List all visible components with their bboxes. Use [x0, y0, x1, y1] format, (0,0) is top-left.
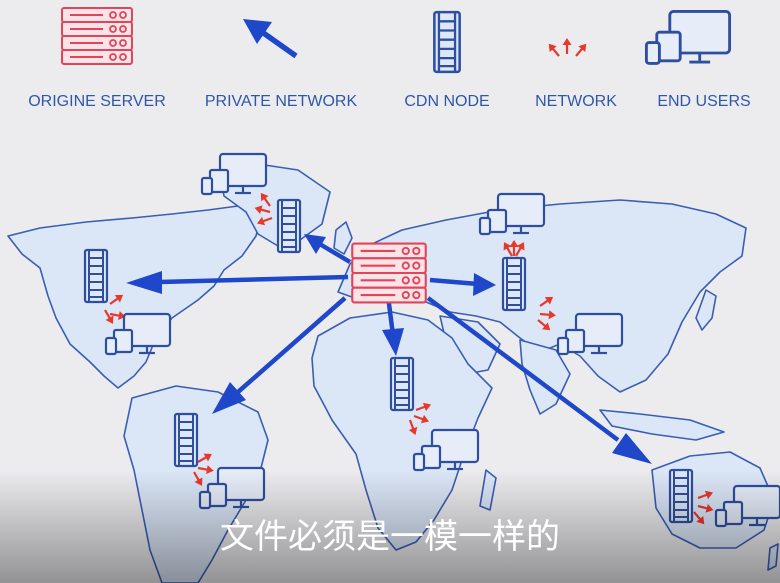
- cdn-node-legend-icon: [433, 10, 461, 74]
- cdn-node-africa: [389, 356, 415, 412]
- origin-server-label: ORIGINE SERVER: [28, 93, 166, 110]
- cdn-node-north-america: [83, 248, 109, 304]
- end-users-label: END USERS: [657, 93, 750, 110]
- network-legend-icon: [544, 36, 591, 60]
- cdn-node-south-america: [173, 412, 199, 468]
- arrow-to-north-america: [126, 271, 349, 294]
- private-network-arrows: [126, 234, 652, 464]
- arrow-to-greenland: [304, 234, 352, 264]
- legend: ORIGINE SERVER PRIVATE NETWORK CDN NODE …: [28, 7, 751, 110]
- end-users-legend-icon: [644, 9, 732, 65]
- uk-landmass: [333, 221, 353, 255]
- subtitle-shade: [0, 470, 780, 583]
- subtitle: 文件必须是一模一样的: [220, 517, 560, 557]
- japan-landmass: [695, 289, 717, 331]
- network-label: NETWORK: [535, 93, 617, 110]
- cdn-node-label: CDN NODE: [404, 93, 489, 110]
- arrow-to-asia: [429, 273, 496, 296]
- indonesia-landmass: [599, 409, 725, 441]
- cdn-node-greenland: [276, 198, 302, 254]
- private-network-legend-icon: [243, 19, 298, 59]
- arrow-to-south-america: [212, 296, 347, 414]
- origin-server-legend-icon: [61, 7, 133, 65]
- origin-server: [351, 242, 427, 304]
- cdn-node-asia: [501, 256, 527, 312]
- arrow-to-australia: [426, 296, 652, 464]
- north-america-landmass: [7, 205, 263, 389]
- private-network-label: PRIVATE NETWORK: [205, 93, 358, 110]
